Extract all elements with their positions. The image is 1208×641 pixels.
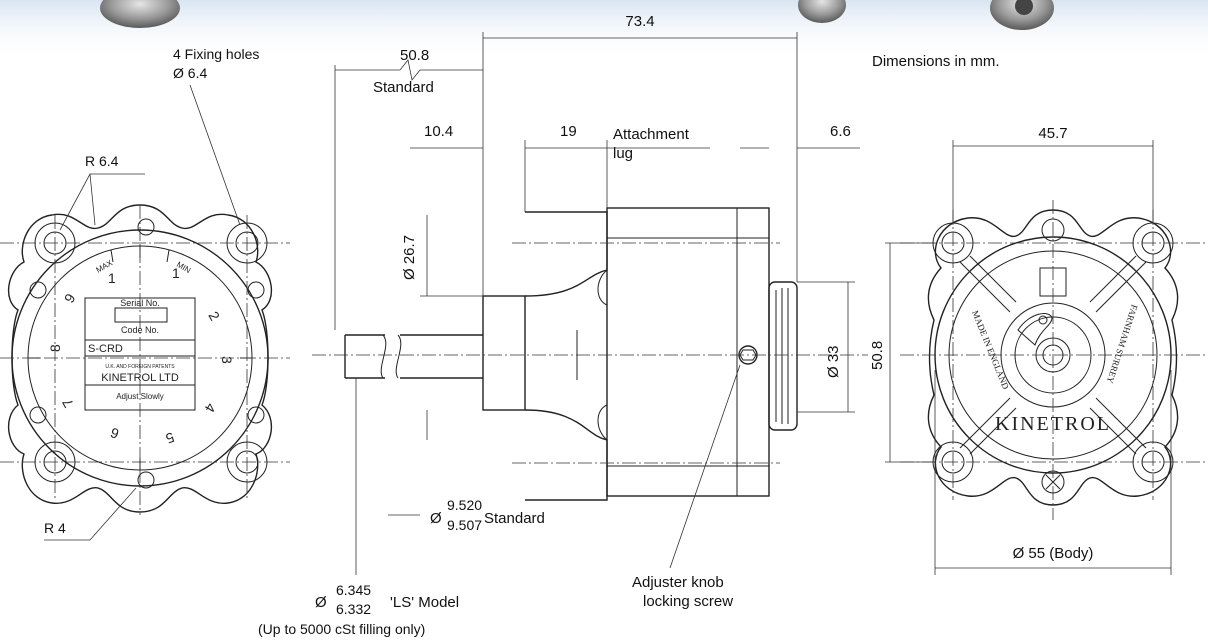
dial-number-8: 8	[47, 344, 63, 352]
dial-number-2: 2	[205, 309, 223, 324]
ls-dia-upper: 6.345	[336, 582, 371, 598]
adjuster-knob	[768, 281, 798, 431]
photo-actuator-bore	[1015, 0, 1033, 15]
shaft-dia-lower: 9.507	[447, 517, 482, 533]
attachment-lug-bottom	[524, 409, 608, 501]
end-center-lines	[900, 200, 1208, 520]
attachment-lug-label: lug	[613, 145, 633, 162]
photo-actuator-right	[990, 0, 1054, 30]
adjuster-label-1: Adjuster knob	[632, 574, 724, 591]
end-ribs	[959, 255, 1147, 455]
dimensions-note: Dimensions in mm.	[872, 53, 1000, 70]
radius-4-label: R 4	[44, 520, 66, 536]
side-view: 73.4 50.8 Standard 10.4 19 Attachment lu…	[258, 13, 868, 637]
serial-box	[114, 307, 168, 323]
radius-64-leader	[59, 173, 145, 231]
front-center-lines	[0, 205, 290, 515]
dial-number-5: 5	[163, 429, 176, 447]
front-view-outline	[7, 204, 273, 513]
ls-model: 'LS' Model	[390, 594, 459, 611]
dim-6-6: 6.6	[830, 123, 851, 140]
adjuster-label-2: locking screw	[643, 593, 733, 610]
dim-33: Ø 33	[825, 345, 842, 378]
end-made-in: MADE IN ENGLAND	[970, 309, 1011, 391]
radius-64-label: R 6.4	[85, 153, 119, 169]
attachment-lug-top	[524, 211, 608, 297]
serial-label: Serial No.	[120, 298, 160, 308]
brand-label: KINETROL LTD	[101, 372, 179, 384]
fixing-holes-label: 4 Fixing holes	[173, 46, 259, 62]
photo-actuator-left	[100, 0, 180, 28]
knob-knurl	[775, 288, 789, 424]
dim-50-8-line	[335, 59, 483, 81]
front-view: Serial No. Code No. S-CRD U.K. AND FOREI…	[0, 46, 290, 541]
ls-note: (Up to 5000 cSt filling only)	[258, 621, 425, 637]
shaft-dia-prefix: Ø	[430, 510, 442, 527]
dial-number-1a: 1	[108, 270, 116, 286]
dim-55-body: Ø 55 (Body)	[1013, 545, 1094, 562]
dial-number-7: 7	[59, 396, 77, 411]
ls-dia-lower: 6.332	[336, 601, 371, 617]
adjust-label: Adjust Slowly	[116, 392, 164, 401]
code-label: Code No.	[121, 325, 159, 335]
side-center-lines	[312, 242, 868, 464]
dim-10-4: 10.4	[424, 123, 453, 140]
dial-number-4: 4	[201, 401, 219, 416]
actuator-body	[606, 207, 770, 497]
end-view: KINETROL MADE IN ENGLAND FARNHAM SURREY …	[869, 125, 1208, 575]
dim-26-7: Ø 26.7	[401, 235, 418, 280]
adjuster-leader	[669, 364, 741, 569]
fixing-holes-size: Ø 6.4	[173, 65, 207, 81]
ls-dia-prefix: Ø	[315, 594, 327, 611]
end-farnham: FARNHAM SURREY	[1105, 303, 1140, 385]
shaft	[344, 334, 483, 379]
end-brand: KINETROL	[995, 413, 1111, 435]
dim-50-8-standard: Standard	[373, 79, 434, 96]
photo-strip	[0, 0, 1208, 60]
dim-50-8-side: 50.8	[869, 341, 886, 370]
dim-73-4: 73.4	[625, 13, 654, 30]
dial-number-3: 3	[219, 356, 235, 364]
shaft-dia-upper: 9.520	[447, 497, 482, 513]
model-label: S-CRD	[88, 343, 123, 355]
dial-number-1b: 1	[172, 265, 180, 281]
photo-actuator-mid	[798, 0, 846, 23]
dim-19: 19	[560, 123, 577, 140]
dim-50-8-top: 50.8	[400, 47, 429, 64]
attachment-label: Attachment	[613, 126, 690, 143]
dial-number-6: 6	[108, 424, 121, 442]
fixing-holes-leader	[189, 84, 241, 226]
dim-45-7: 45.7	[1038, 125, 1067, 142]
dial-number-9: 9	[61, 291, 79, 306]
patents-label: U.K. AND FOREIGN PATENTS	[105, 364, 175, 370]
shaft-boss	[482, 295, 526, 411]
shaft-dia-standard: Standard	[484, 510, 545, 527]
radius-4-leader	[44, 487, 137, 541]
label-plate	[84, 297, 196, 411]
